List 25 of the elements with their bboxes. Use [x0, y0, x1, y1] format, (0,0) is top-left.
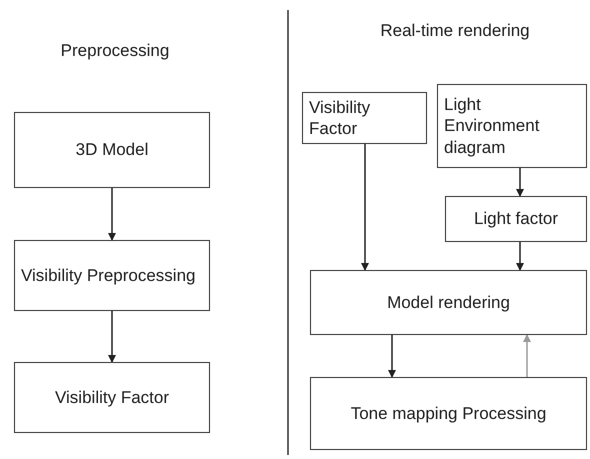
arrow — [108, 311, 116, 363]
box-text: Visibility Factor — [54, 386, 170, 408]
process-box — [302, 92, 427, 144]
process-box — [437, 84, 587, 168]
process-box — [14, 112, 210, 188]
process-box — [14, 240, 210, 311]
box-text: 3D Model — [74, 139, 150, 161]
box-text: Model rendering — [386, 292, 511, 314]
arrow — [516, 168, 524, 197]
arrow — [516, 242, 524, 271]
process-box — [445, 196, 587, 242]
process-box — [14, 362, 210, 433]
box-text: Visibility Factor — [309, 96, 372, 140]
arrow — [361, 144, 369, 271]
box-text: Light factor — [472, 208, 560, 230]
arrow — [523, 334, 531, 377]
box-text: Tone mapping Processing — [350, 402, 548, 424]
process-box — [310, 377, 587, 450]
section-heading: Real-time rendering — [380, 20, 530, 42]
arrow — [388, 335, 396, 378]
process-box — [310, 270, 587, 335]
box-text: Light Environment diagram — [444, 94, 540, 158]
section-heading: Preprocessing — [60, 40, 170, 62]
box-text: Visibility Preprocessing — [21, 264, 196, 286]
arrow — [108, 188, 116, 241]
